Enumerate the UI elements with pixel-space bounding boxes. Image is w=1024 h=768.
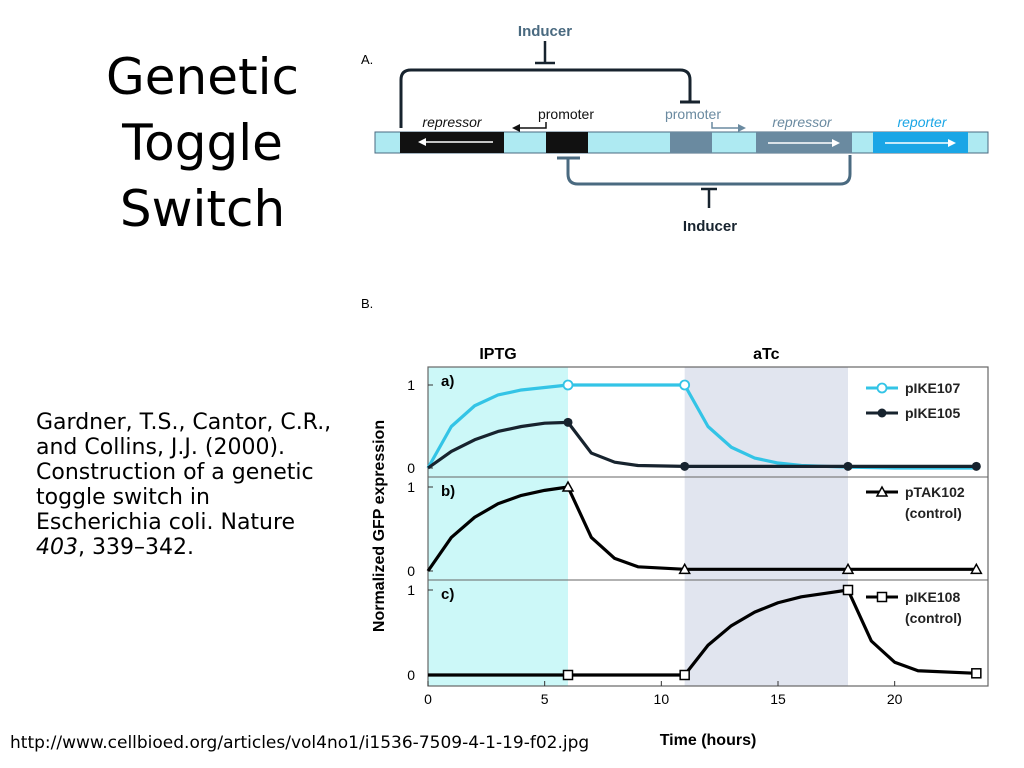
y-tick-label: 0: [407, 667, 415, 683]
legend-subtitle: (control): [905, 610, 962, 626]
arrow-head: [738, 124, 746, 132]
title-line: Toggle: [122, 114, 283, 172]
plot-frame: [427, 366, 989, 687]
legend-label: pIKE108: [905, 589, 960, 605]
data-marker: [876, 591, 888, 603]
repression-wire-top: [399, 68, 692, 128]
data-marker: [562, 669, 574, 681]
subplot-label: b): [441, 483, 455, 500]
region-label: IPTG: [479, 346, 516, 363]
inducer-top-label: Inducer: [518, 23, 572, 40]
x-tick-label: 0: [424, 691, 432, 707]
promoter-2-direction: [711, 122, 740, 129]
x-tick-label: 15: [770, 691, 786, 707]
promoter-1-label: promoter: [538, 106, 594, 122]
arrow-head: [512, 124, 520, 132]
subplot-label: c): [441, 586, 454, 603]
promoter-1-direction: [518, 122, 547, 129]
data-marker: [971, 461, 981, 471]
arrow-head: [418, 138, 426, 146]
y-axis-label: Normalized GFP expression: [371, 420, 388, 632]
series-line-pIKE105: [427, 420, 977, 470]
y-tick-label: 0: [407, 460, 415, 476]
repressor-1-label: repressor: [422, 114, 482, 130]
y-tick-label: 0: [407, 563, 415, 579]
data-marker: [561, 480, 575, 492]
title-line: Genetic: [106, 48, 299, 106]
legend-subtitle: (control): [905, 505, 962, 521]
x-tick-label: 10: [654, 691, 670, 707]
data-marker: [680, 461, 690, 471]
reporter-label: reporter: [897, 114, 947, 130]
data-marker: [679, 379, 691, 391]
region-label: aTc: [753, 346, 779, 363]
title-line: Switch: [119, 180, 286, 238]
repression-wire-bottom: [566, 155, 852, 186]
data-marker: [841, 562, 855, 575]
y-tick-label: 1: [407, 377, 415, 393]
legend-label: pIKE107: [905, 380, 960, 396]
data-marker: [875, 485, 889, 497]
panel-b-label: B.: [361, 296, 373, 311]
citation-authors: Gardner, T.S., Cantor, C.R., and Collins…: [36, 410, 332, 535]
repressor-2-label: repressor: [772, 114, 832, 130]
data-marker: [678, 562, 691, 575]
legend-label: pTAK102: [905, 484, 965, 500]
citation-pages: , 339–342.: [78, 535, 194, 560]
y-tick-label: 1: [407, 479, 415, 495]
x-tick-label: 20: [887, 691, 903, 707]
x-axis-label: Time (hours): [660, 732, 757, 749]
data-marker: [876, 382, 888, 394]
arrow-head: [948, 139, 956, 147]
data-marker: [970, 562, 983, 575]
data-marker: [563, 417, 573, 427]
promoter-2: [670, 132, 712, 153]
citation-volume: 403: [36, 535, 78, 560]
data-marker: [877, 408, 887, 418]
legend-label: pIKE105: [905, 405, 960, 421]
promoter-1: [546, 132, 588, 153]
panel-a-label: A.: [361, 52, 373, 67]
data-marker: [843, 461, 853, 471]
inducer-bottom-label: Inducer: [683, 218, 737, 235]
data-marker: [679, 669, 690, 681]
source-url: http://www.cellbioed.org/articles/vol4no…: [10, 733, 590, 753]
data-marker: [842, 584, 854, 596]
shaded-region: [684, 367, 848, 686]
y-tick-label: 1: [407, 582, 415, 598]
promoter-2-label: promoter: [665, 106, 721, 122]
citation: Gardner, T.S., Cantor, C.R., and Collins…: [36, 410, 336, 560]
x-tick-label: 5: [541, 691, 549, 707]
data-marker: [562, 379, 574, 391]
subplot-label: a): [441, 373, 454, 390]
slide-title: Genetic Toggle Switch: [60, 44, 345, 242]
data-marker: [971, 668, 982, 679]
arrow-head: [832, 139, 840, 147]
shaded-region: [428, 367, 568, 686]
